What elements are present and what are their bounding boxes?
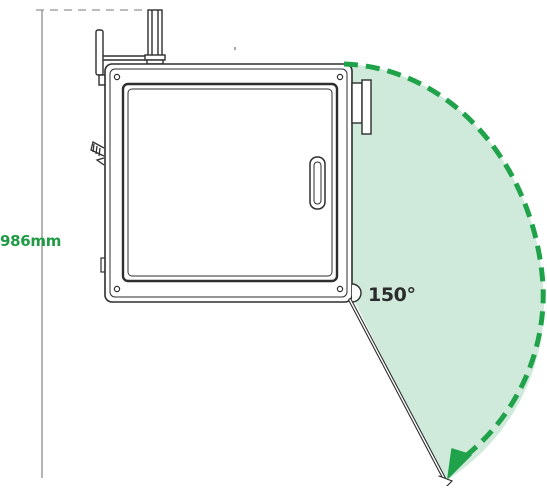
door-panel <box>121 82 339 283</box>
corner-screws <box>113 73 344 293</box>
door-panel-inner-edge <box>127 88 333 277</box>
opened-door <box>348 298 454 488</box>
cabinet-frame <box>109 68 348 298</box>
swing-arrowhead <box>447 448 472 479</box>
swing-area <box>344 64 544 482</box>
side-mounted-box <box>351 79 372 135</box>
swing-arc <box>343 61 546 465</box>
door-handle <box>309 156 326 210</box>
left-connector <box>90 141 105 166</box>
hinge <box>351 283 362 303</box>
top-pipe-fitting <box>144 9 166 65</box>
swing-angle-label: 150° <box>368 284 416 306</box>
height-dimension-label: 986mm <box>0 232 62 250</box>
